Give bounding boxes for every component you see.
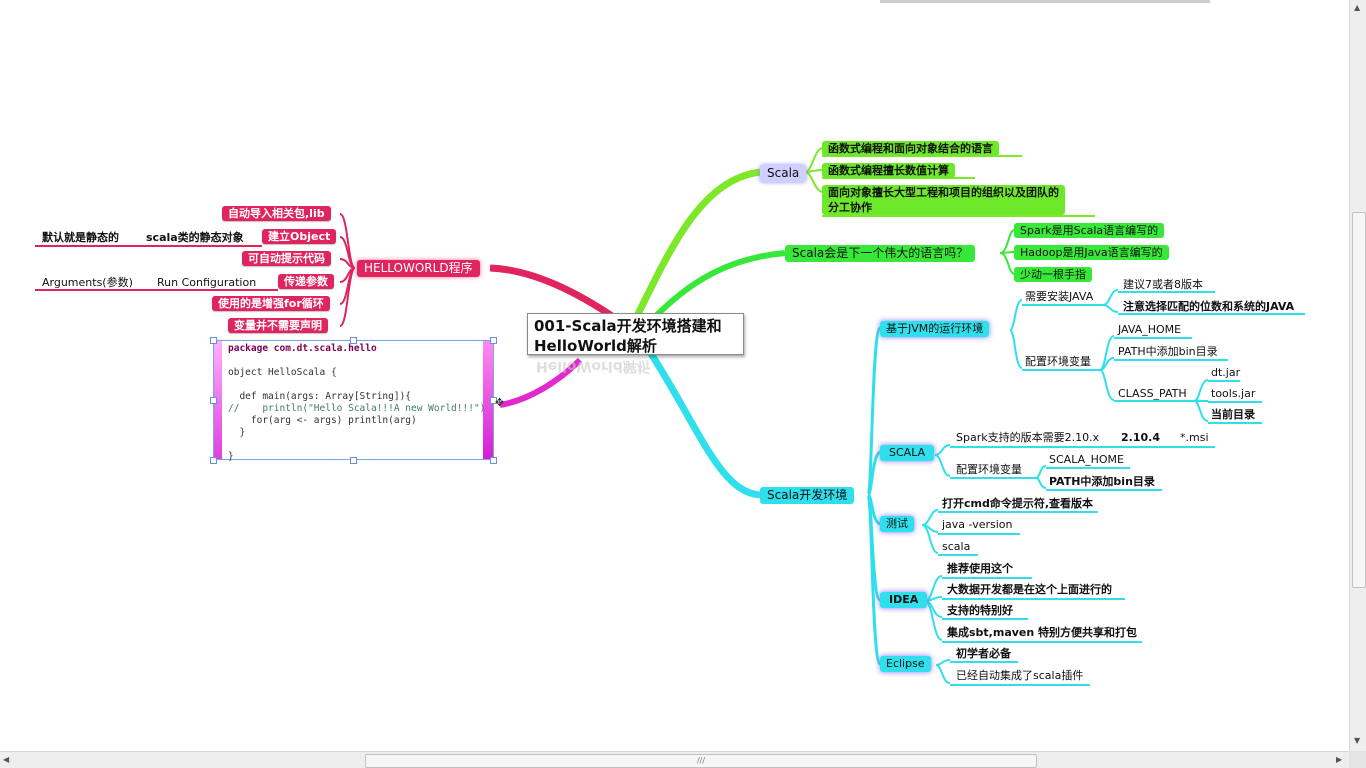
- code-line-3: object HelloScala {: [228, 367, 337, 378]
- hello-item-1[interactable]: 自动导入相关包,lib: [222, 206, 331, 221]
- move-cursor-icon: ✥: [495, 396, 505, 409]
- vertical-scroll-thumb[interactable]: [1352, 212, 1366, 588]
- great-lang-item-3[interactable]: 少动一根手指: [1014, 267, 1092, 282]
- jvm-java-item-2[interactable]: 注意选择匹配的位数和系统的JAVA: [1123, 300, 1295, 313]
- jvm-java-item-1[interactable]: 建议7或者8版本: [1123, 278, 1203, 291]
- object-note-2[interactable]: scala类的静态对象: [146, 231, 244, 244]
- jvm-env-label[interactable]: 配置环境变量: [1025, 355, 1091, 368]
- object-note-1[interactable]: 默认就是静态的: [42, 231, 119, 244]
- env-eclipse[interactable]: Eclipse: [880, 656, 931, 672]
- param-note-2[interactable]: Run Configuration: [157, 276, 257, 289]
- idea-item-3[interactable]: 支持的特别好: [947, 604, 1013, 617]
- hello-item-2[interactable]: 建立Object: [262, 229, 337, 244]
- code-snippet-image[interactable]: package com.dt.scala.hello object HelloS…: [213, 340, 494, 462]
- idea-item-2[interactable]: 大数据开发都是在这个上面进行的: [947, 583, 1112, 596]
- env-idea[interactable]: IDEA: [880, 592, 928, 608]
- code-line-8: }: [228, 427, 246, 438]
- resize-handle-r[interactable]: [490, 397, 497, 404]
- idea-item-4[interactable]: 集成sbt,maven 特别方便共享和打包: [947, 626, 1138, 639]
- resize-handle-tl[interactable]: [210, 337, 217, 344]
- param-note-1[interactable]: Arguments(参数): [42, 276, 133, 289]
- scala-item-1[interactable]: 函数式编程和面向对象结合的语言: [822, 141, 999, 156]
- central-title: 001-Scala开发环境搭建和HelloWorld解析: [534, 317, 722, 355]
- code-line-7: for(arg <- args) println(arg): [228, 415, 417, 426]
- code-line-6: // println("Hello Scala!!!A new World!!!…: [228, 403, 486, 414]
- scala-env-label[interactable]: 配置环境变量: [956, 463, 1022, 476]
- resize-handle-tr[interactable]: [490, 337, 497, 344]
- test-item-3[interactable]: scala: [942, 540, 971, 553]
- resize-handle-bl[interactable]: [210, 457, 217, 464]
- scala-item-2[interactable]: 函数式编程擅长数值计算: [822, 163, 955, 178]
- horizontal-scrollbar[interactable]: ◀ /// ▶: [0, 751, 1349, 768]
- scala-item-3[interactable]: 面向对象擅长大型工程和项目的组织以及团队的 分工协作: [822, 185, 1065, 215]
- eclipse-item-2[interactable]: 已经自动集成了scala插件: [956, 669, 1084, 682]
- jvm-java-label[interactable]: 需要安装JAVA: [1025, 290, 1094, 303]
- resize-handle-b[interactable]: [350, 457, 357, 464]
- central-topic[interactable]: 001-Scala开发环境搭建和HelloWorld解析: [527, 313, 744, 355]
- code-left-gradient: [214, 341, 222, 459]
- scala-item-3-line-1: 面向对象擅长大型工程和项目的组织以及团队的: [828, 186, 1059, 199]
- scroll-right-arrow-icon[interactable]: ▶: [1336, 755, 1343, 764]
- hello-item-5[interactable]: 使用的是增强for循环: [212, 296, 330, 311]
- code-line-1: package com.dt.scala.hello: [228, 343, 377, 354]
- env-scala[interactable]: SCALA: [880, 445, 935, 461]
- classpath-item-1[interactable]: dt.jar: [1211, 366, 1241, 379]
- branch-great-language[interactable]: Scala会是下一个伟大的语言吗？: [785, 245, 976, 262]
- code-right-gradient: [483, 341, 493, 459]
- great-lang-item-1[interactable]: Spark是用Scala语言编写的: [1014, 223, 1165, 238]
- scroll-down-arrow-icon[interactable]: ▼: [1354, 736, 1361, 745]
- env-test[interactable]: 测试: [880, 516, 914, 532]
- scrollbar-corner: [1349, 751, 1366, 768]
- scala-version[interactable]: 2.10.4: [1121, 431, 1160, 444]
- vertical-scrollbar[interactable]: ▲ ▼: [1349, 0, 1366, 768]
- code-line-5: def main(args: Array[String]){: [228, 391, 412, 402]
- top-edge-strip: [880, 0, 1210, 3]
- horizontal-scroll-thumb[interactable]: ///: [365, 754, 1037, 768]
- resize-handle-l[interactable]: [210, 397, 217, 404]
- hello-item-4[interactable]: 传递参数: [278, 274, 334, 289]
- branch-helloworld[interactable]: HELLOWORLD程序: [357, 260, 480, 277]
- scala-env-item-1[interactable]: SCALA_HOME: [1049, 453, 1124, 466]
- branch-scala-env[interactable]: Scala开发环境: [760, 487, 855, 504]
- scroll-left-arrow-icon[interactable]: ◀: [3, 755, 10, 764]
- resize-handle-t[interactable]: [350, 337, 357, 344]
- test-item-2[interactable]: java -version: [942, 518, 1013, 531]
- hello-item-3[interactable]: 可自动提示代码: [242, 251, 331, 266]
- env-jvm[interactable]: 基于JVM的运行环境: [880, 321, 990, 337]
- central-topic-reflection: HelloWorld解析: [536, 358, 651, 374]
- scroll-thumb-grip: ///: [696, 756, 706, 765]
- scala-msi[interactable]: *.msi: [1180, 431, 1209, 444]
- classpath-item-3[interactable]: 当前目录: [1211, 408, 1255, 421]
- resize-handle-br[interactable]: [490, 457, 497, 464]
- scala-version-text[interactable]: Spark支持的版本需要2.10.x: [956, 431, 1100, 444]
- jvm-classpath[interactable]: CLASS_PATH: [1118, 387, 1187, 400]
- idea-item-1[interactable]: 推荐使用这个: [947, 562, 1013, 575]
- test-item-1[interactable]: 打开cmd命令提示符,查看版本: [942, 497, 1094, 510]
- eclipse-item-1[interactable]: 初学者必备: [956, 647, 1011, 660]
- great-lang-item-2[interactable]: Hadoop是用Java语言编写的: [1014, 245, 1169, 260]
- scroll-up-arrow-icon[interactable]: ▲: [1354, 3, 1361, 12]
- jvm-path[interactable]: PATH中添加bin目录: [1118, 345, 1218, 358]
- hello-item-6[interactable]: 变量并不需要声明: [228, 318, 328, 333]
- classpath-item-2[interactable]: tools.jar: [1211, 387, 1256, 400]
- scala-item-3-line-2: 分工协作: [828, 201, 872, 214]
- jvm-java-home[interactable]: JAVA_HOME: [1118, 323, 1182, 336]
- branch-scala[interactable]: Scala: [760, 165, 807, 182]
- code-line-10: }: [228, 451, 234, 462]
- scala-env-item-2[interactable]: PATH中添加bin目录: [1049, 475, 1155, 488]
